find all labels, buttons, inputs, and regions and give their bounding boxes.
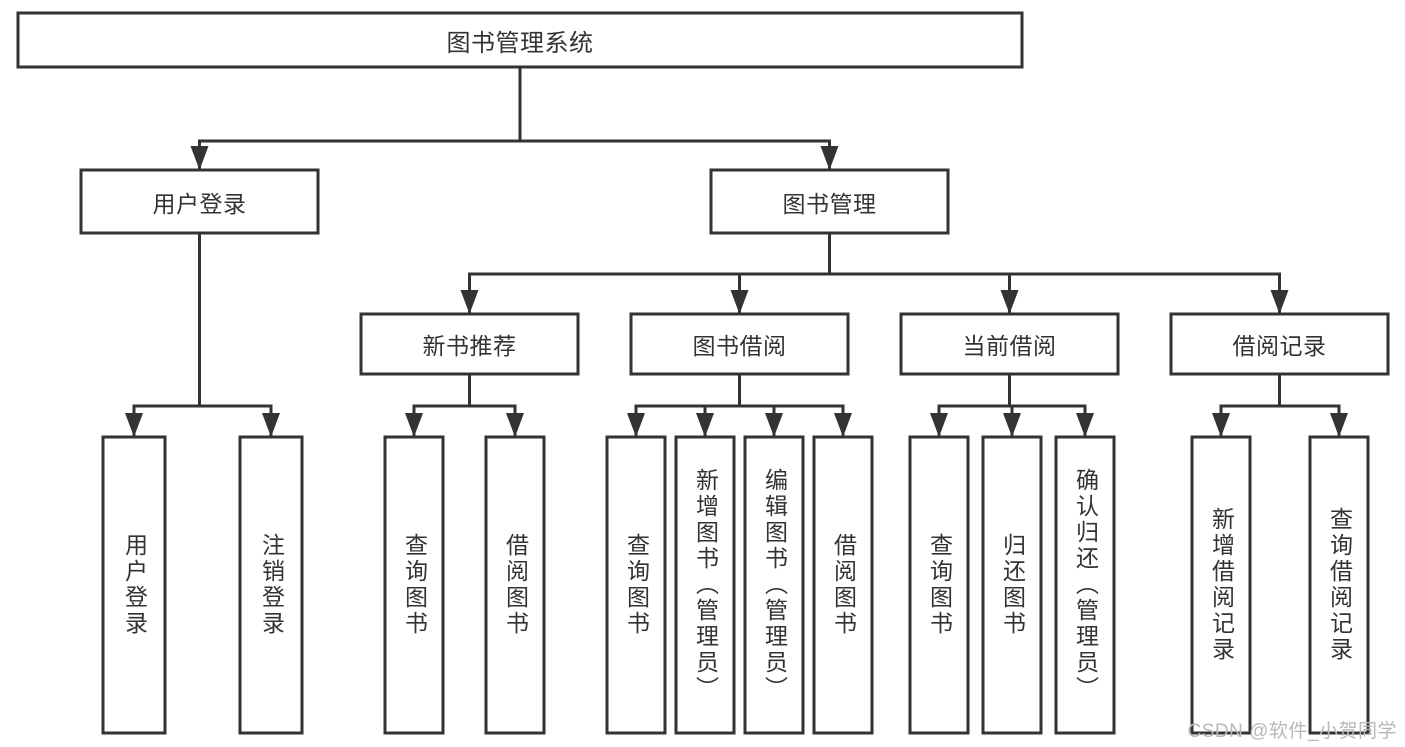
node-leaf-box-8 xyxy=(908,435,970,735)
node-leaf-box-11 xyxy=(1190,435,1252,735)
arrow-head-icon xyxy=(834,413,852,437)
node-leaf-box-2 xyxy=(383,435,445,735)
node-leaf-box-10 xyxy=(1054,435,1116,735)
arrow-head-icon xyxy=(1003,413,1021,437)
arrow-head-icon xyxy=(190,146,209,170)
arrow-head-icon xyxy=(262,413,280,437)
node-level1-box-0 xyxy=(79,168,320,235)
arrow-head-icon xyxy=(765,413,783,437)
node-layer xyxy=(16,11,1390,735)
arrow-head-icon xyxy=(1330,413,1348,437)
node-level2-box-1 xyxy=(629,312,850,376)
connector-layer xyxy=(125,65,1348,438)
arrow-head-icon xyxy=(696,413,714,437)
arrow-head-icon xyxy=(1076,413,1094,437)
arrow-head-icon xyxy=(1000,290,1019,314)
arrow-head-icon xyxy=(125,413,143,437)
node-leaf-box-12 xyxy=(1308,435,1370,735)
node-level2-box-0 xyxy=(359,312,580,376)
arrow-head-icon xyxy=(930,413,948,437)
node-leaf-box-3 xyxy=(484,435,546,735)
node-leaf-box-0 xyxy=(101,435,167,735)
arrow-head-icon xyxy=(820,146,839,170)
arrow-head-icon xyxy=(730,290,749,314)
node-root-box xyxy=(16,11,1024,69)
node-leaf-box-5 xyxy=(674,435,736,735)
arrow-head-icon xyxy=(506,413,524,437)
node-level2-box-2 xyxy=(899,312,1120,376)
node-leaf-box-1 xyxy=(238,435,304,735)
node-level2-box-3 xyxy=(1169,312,1390,376)
node-leaf-box-7 xyxy=(812,435,874,735)
arrow-head-icon xyxy=(1212,413,1230,437)
watermark-text: CSDN @软件_小贺同学 xyxy=(1187,721,1397,742)
node-level1-box-1 xyxy=(709,168,950,235)
arrow-head-icon xyxy=(627,413,645,437)
arrow-head-icon xyxy=(1270,290,1289,314)
node-leaf-box-6 xyxy=(743,435,805,735)
arrow-head-icon xyxy=(405,413,423,437)
node-leaf-box-9 xyxy=(981,435,1043,735)
node-leaf-box-4 xyxy=(605,435,667,735)
arrow-head-icon xyxy=(460,290,479,314)
